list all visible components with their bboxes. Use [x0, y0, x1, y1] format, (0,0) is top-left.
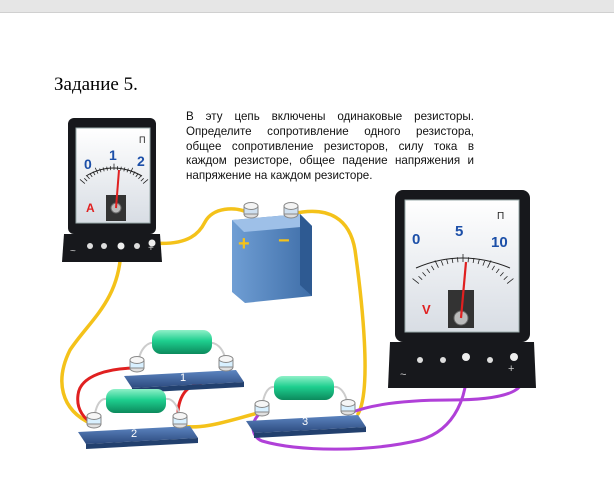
voltmeter-ticks	[412, 254, 514, 284]
scale-tick	[440, 260, 444, 266]
scale-tick	[446, 259, 449, 265]
battery: + −	[232, 202, 312, 303]
voltmeter-scale-5: 5	[455, 223, 463, 240]
scale-tick	[472, 257, 475, 263]
voltmeter-terminal-minus: ~	[400, 369, 406, 381]
scale-tick	[451, 257, 454, 263]
wire-yellow-ammeter-battery	[150, 207, 253, 246]
ammeter: 0 1 2 Π A ~ +	[62, 118, 162, 262]
scale-tick	[434, 260, 439, 268]
voltmeter-scale-10: 10	[491, 234, 508, 251]
scale-tick	[106, 166, 108, 171]
ammeter-needle	[115, 169, 120, 209]
wire-yellow-ammeter-block2	[60, 246, 123, 426]
resistor-3: 3	[246, 376, 366, 438]
top-bar	[0, 0, 614, 13]
scale-tick	[140, 178, 144, 182]
scale-tick	[431, 265, 435, 271]
scale-tick	[412, 278, 420, 284]
scale-tick	[495, 268, 500, 274]
scale-tick	[422, 272, 427, 277]
voltmeter-terminal-plus: +	[508, 363, 514, 375]
scale-tick	[120, 166, 122, 171]
ammeter-pi-symbol: Π	[139, 135, 146, 145]
ammeter-terminal-minus: ~	[70, 246, 76, 257]
scale-tick	[89, 173, 93, 178]
battery-plus-label: +	[238, 233, 250, 255]
wire-red-left	[76, 366, 139, 426]
scale-tick	[491, 265, 495, 271]
scale-tick	[477, 259, 480, 265]
scale-tick	[426, 268, 431, 274]
scale-tick	[92, 171, 96, 176]
scale-tick	[79, 179, 86, 184]
voltmeter-pi-symbol: Π	[497, 211, 504, 222]
resistor-1: 1	[124, 330, 244, 393]
task-title: Задание 5.	[54, 74, 138, 95]
scale-tick	[138, 175, 142, 180]
resistor-2: 2	[78, 389, 198, 449]
scale-tick	[499, 272, 504, 277]
scale-tick	[506, 278, 514, 284]
voltmeter: 0 5 10 Π V ~ +	[388, 190, 536, 388]
scale-tick	[487, 260, 492, 268]
voltmeter-letter: V	[422, 302, 431, 317]
task-text: В эту цепь включены одинаковые резисторы…	[186, 110, 474, 183]
voltmeter-needle	[459, 261, 468, 319]
resistor-2-label: 2	[131, 428, 137, 440]
scale-tick	[123, 167, 126, 172]
scale-tick	[126, 168, 129, 173]
scale-tick	[94, 167, 99, 174]
resistor-1-label: 1	[180, 372, 186, 384]
ammeter-ticks	[79, 163, 149, 184]
scale-tick	[418, 275, 423, 280]
ammeter-scale-marks	[85, 167, 143, 177]
scale-tick	[84, 178, 88, 182]
scale-tick	[102, 167, 105, 172]
ammeter-scale-2: 2	[137, 153, 145, 169]
voltmeter-scale-0: 0	[412, 231, 420, 248]
wire-yellow-battery-resistor3	[290, 209, 367, 416]
scale-tick	[86, 175, 90, 180]
battery-minus-label: −	[278, 230, 290, 252]
ammeter-scale-1: 1	[109, 147, 117, 163]
scale-tick	[142, 179, 149, 184]
scale-tick	[132, 171, 136, 176]
scale-tick	[503, 275, 508, 280]
scale-tick	[129, 167, 134, 174]
scale-tick	[135, 173, 139, 178]
ammeter-letter: A	[86, 201, 95, 215]
resistor-3-label: 3	[302, 416, 308, 428]
ammeter-scale-0: 0	[84, 156, 92, 172]
scale-tick	[99, 168, 102, 173]
scale-tick	[482, 260, 486, 266]
ammeter-terminal-plus: +	[148, 243, 154, 254]
